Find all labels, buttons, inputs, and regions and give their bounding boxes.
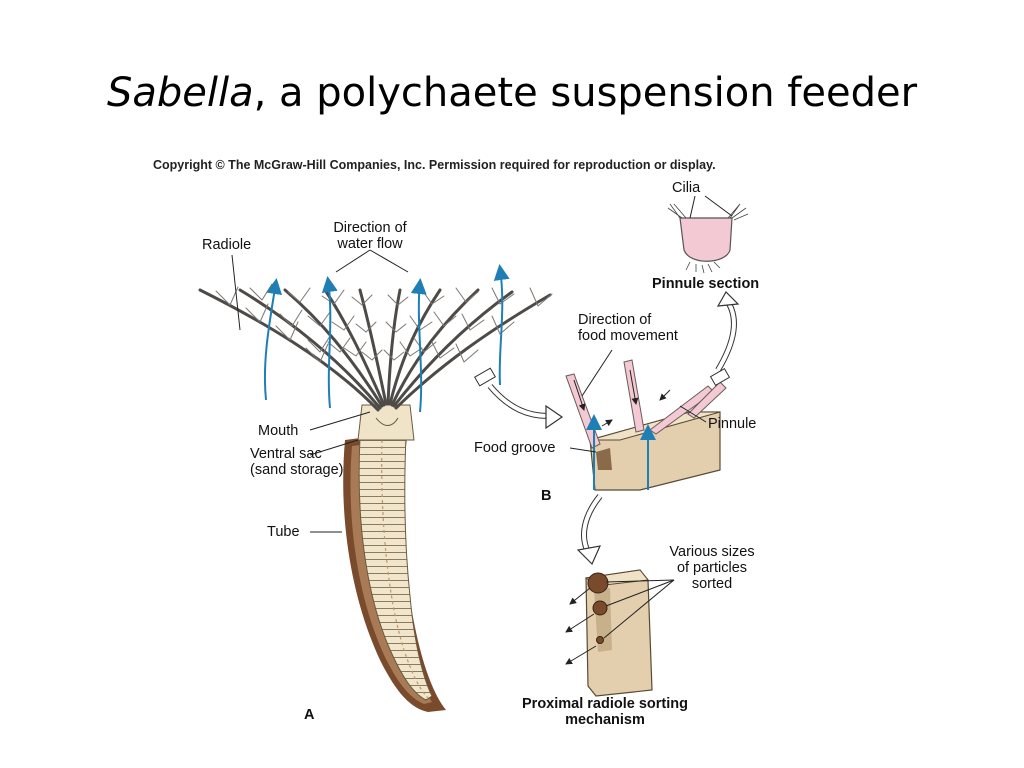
- water-flow-line-2: water flow: [337, 236, 403, 252]
- panel-b-leaders: [569, 349, 707, 453]
- worm-collar: [357, 404, 415, 441]
- particles-line-3: sorted: [691, 576, 733, 592]
- food-movement-line-1: Direction of: [578, 312, 652, 328]
- food-movement-label: Direction of food movement: [578, 312, 678, 344]
- pinnules: [565, 359, 731, 449]
- particles-line-2: of particles: [676, 560, 748, 576]
- title-rest: , a polychaete suspension feeder: [253, 70, 918, 116]
- pinnule-section-label: Pinnule section: [652, 276, 760, 292]
- radiole-block: [589, 411, 721, 491]
- pinnule-section-figure: [667, 195, 749, 274]
- radiole-crown: [198, 283, 553, 412]
- tube-label: Tube: [267, 524, 300, 540]
- food-movement-arrows: [573, 369, 671, 427]
- particles-label: Various sizes of particles sorted: [656, 544, 768, 592]
- pinnule-label: Pinnule: [708, 416, 757, 432]
- sorting-mechanism-label: Proximal radiole sorting mechanism: [500, 696, 710, 728]
- slide-title: Sabella, a polychaete suspension feeder: [0, 70, 1024, 116]
- sorting-line-2: mechanism: [565, 712, 645, 728]
- panel-a-letter: A: [304, 707, 315, 723]
- sorting-line-1: Proximal radiole sorting: [522, 696, 688, 712]
- food-flow-arrows: [586, 414, 656, 490]
- radiole-label: Radiole: [202, 237, 252, 253]
- water-flow-arrows: [263, 264, 510, 413]
- copyright-notice: Copyright © The McGraw-Hill Companies, I…: [153, 158, 716, 172]
- cilia-label: Cilia: [672, 180, 701, 196]
- panel-b-letter: B: [541, 488, 552, 504]
- panel-a-leaders: [231, 249, 409, 533]
- to-pinnule-section-arrow: [715, 291, 740, 372]
- worm-body: [358, 435, 433, 701]
- ventral-sac-label: Ventral sac (sand storage): [250, 446, 344, 478]
- sorting-block: [584, 569, 653, 697]
- food-movement-line-2: food movement: [578, 328, 678, 344]
- particle-sort-arrows: [565, 587, 597, 665]
- mouth-label: Mouth: [258, 423, 299, 439]
- food-groove-label: Food groove: [474, 440, 556, 456]
- particle-leaders: [603, 579, 675, 639]
- ventral-sac-line-1: Ventral sac: [250, 446, 322, 462]
- water-flow-line-1: Direction of: [333, 220, 407, 236]
- to-sorting-arrow: [576, 494, 603, 566]
- ventral-sac-line-2: (sand storage): [250, 462, 344, 478]
- title-genus: Sabella: [106, 70, 254, 116]
- water-flow-label: Direction of water flow: [320, 220, 420, 252]
- to-panel-b-arrow: [474, 367, 564, 430]
- particles-line-1: Various sizes: [669, 544, 755, 560]
